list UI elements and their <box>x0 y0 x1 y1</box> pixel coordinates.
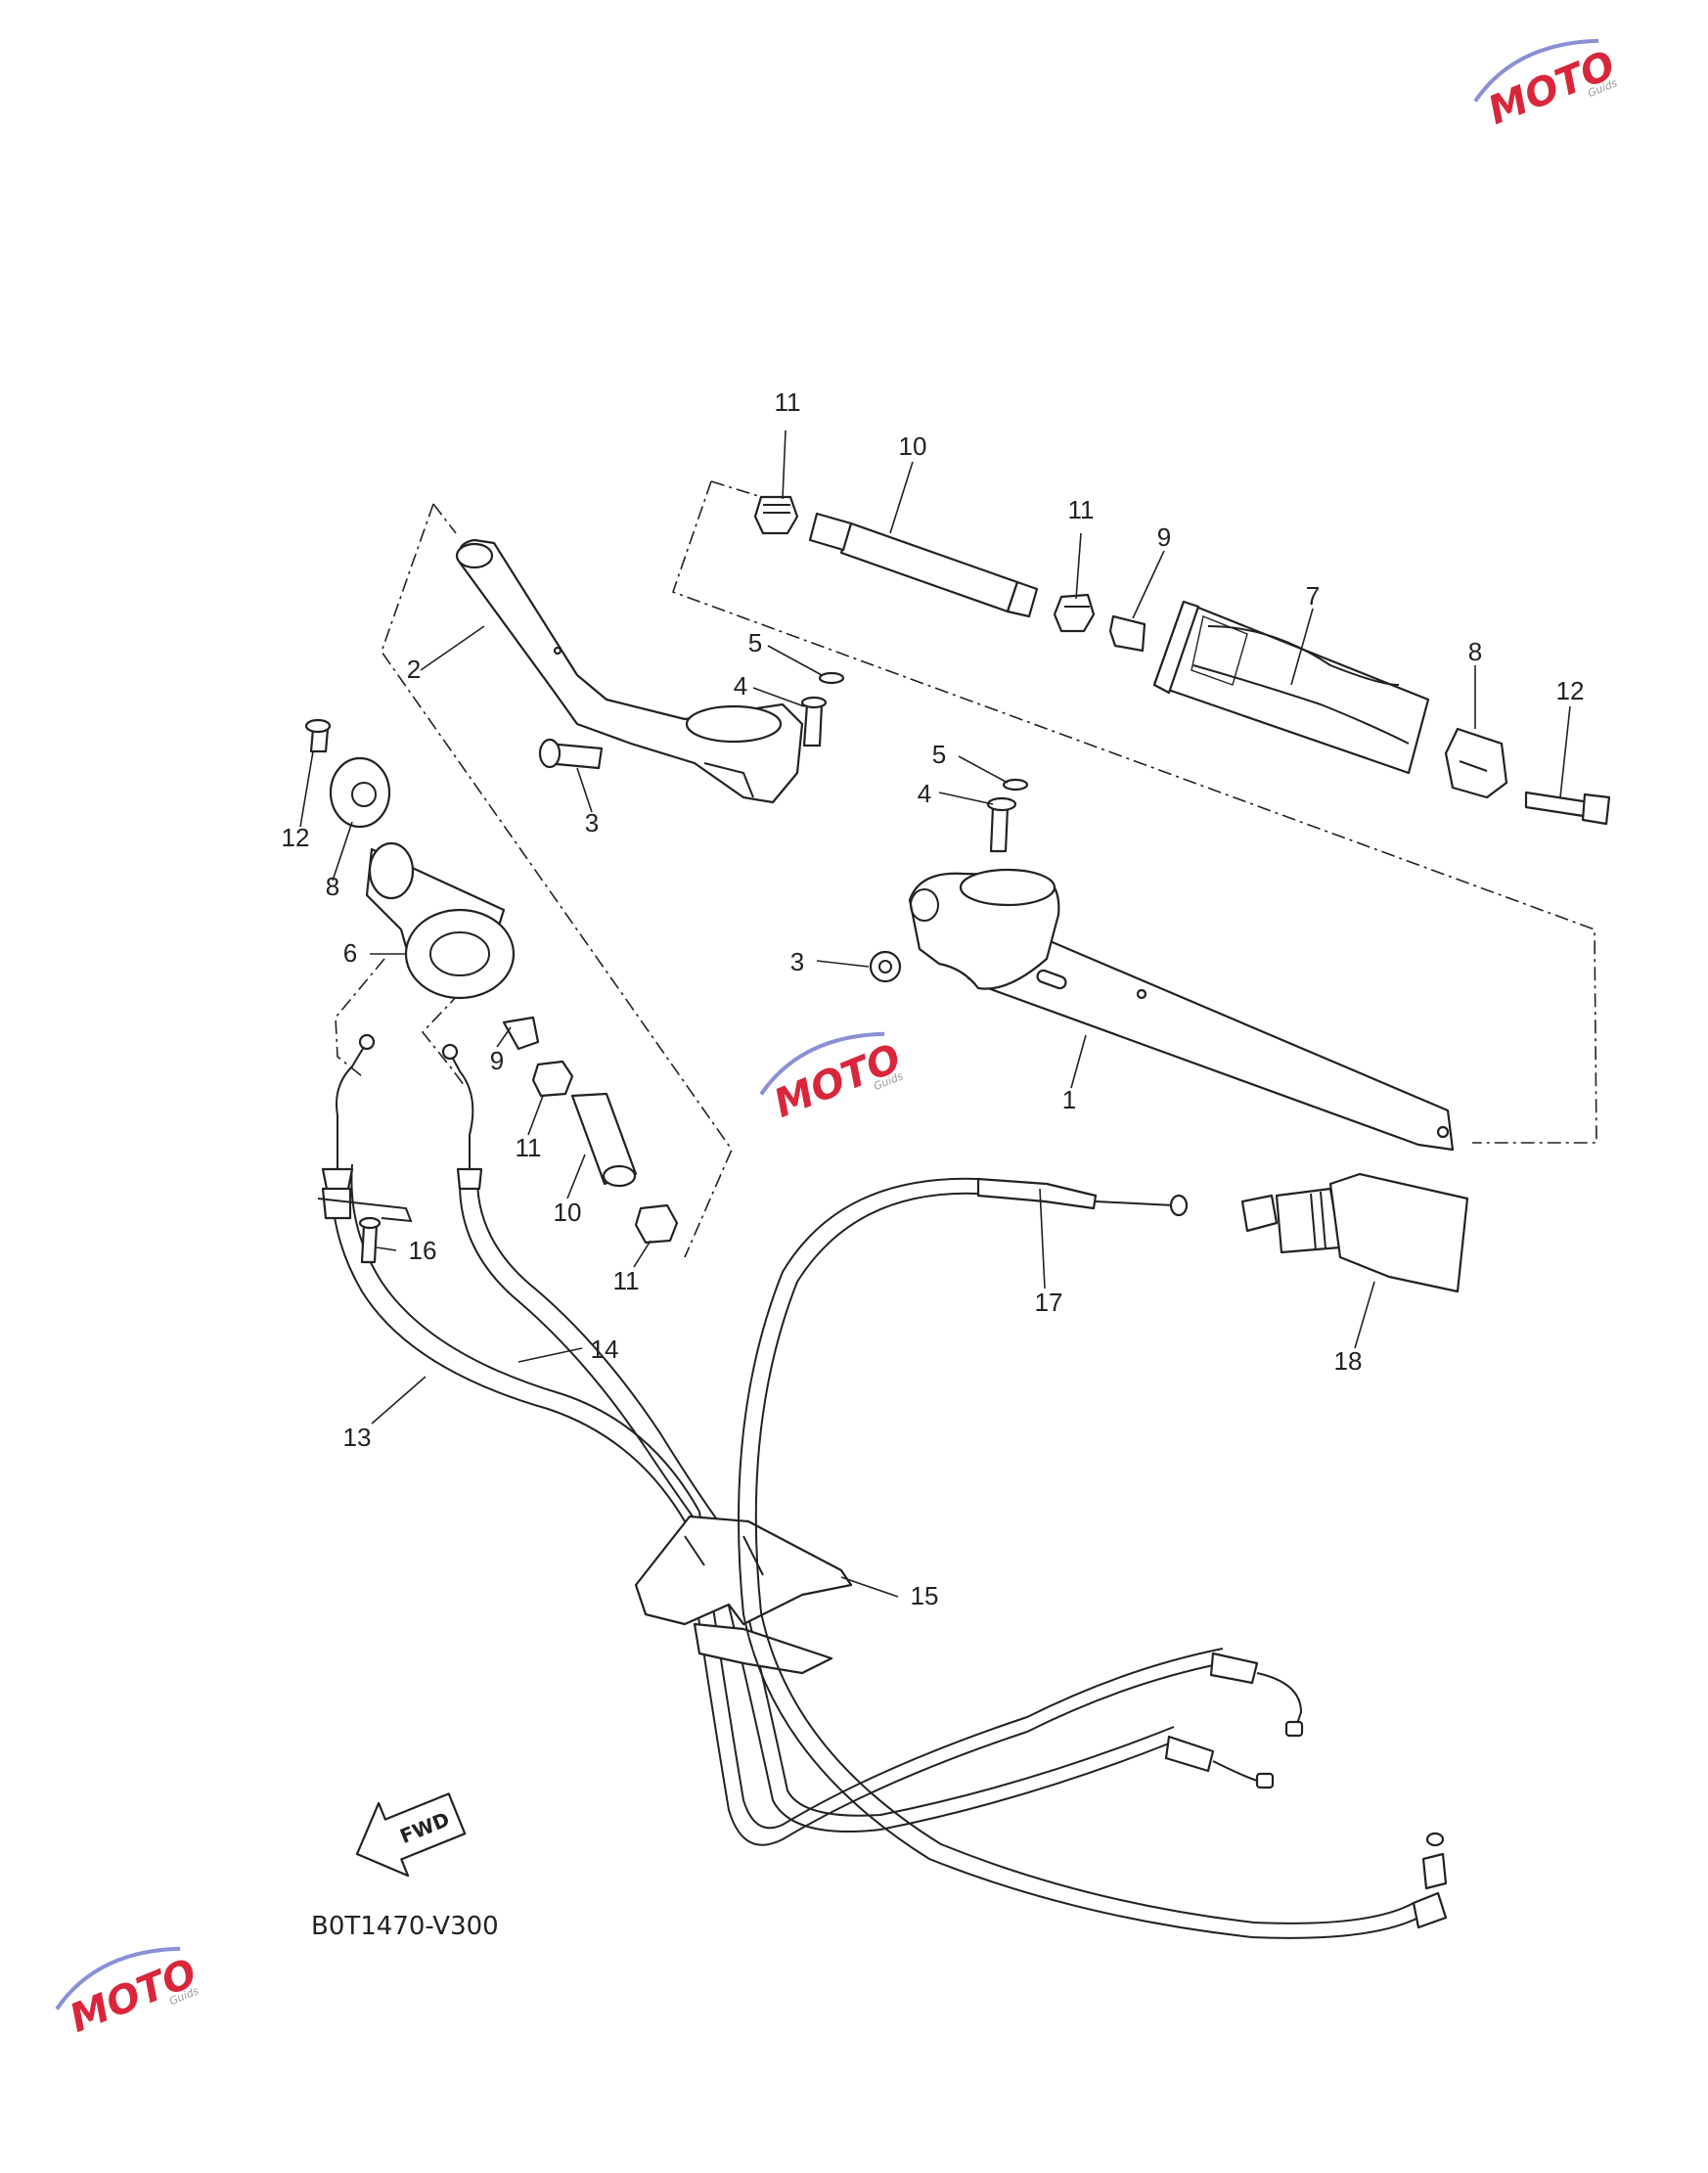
callout-10-left: 10 <box>554 1198 582 1227</box>
assembly-boundary-left <box>381 503 733 1258</box>
bolt-right-12 <box>1524 791 1611 826</box>
pipe-left-10 <box>570 1092 638 1188</box>
cable-guide-15 <box>634 1515 853 1675</box>
right-handlebar <box>908 868 1455 1152</box>
callout-9-left: 9 <box>490 1046 504 1075</box>
callout-14: 14 <box>591 1335 619 1364</box>
callout-4-right: 4 <box>918 779 931 808</box>
leader-lines <box>299 430 1571 1598</box>
callout-12-right: 12 <box>1556 676 1585 705</box>
watermark-logo-top-right: MOTO Guids <box>1473 38 1622 134</box>
watermark-logo-middle: MOTO Guids <box>759 1031 908 1127</box>
clamp-bolt-right-4 <box>986 796 1017 853</box>
throttle-cable-13 <box>331 1163 1224 1846</box>
callout-12-left: 12 <box>282 823 310 852</box>
callout-9-top: 9 <box>1157 522 1171 552</box>
callout-13: 13 <box>343 1423 372 1452</box>
grip-end-cap-right <box>1444 727 1508 799</box>
callout-16: 16 <box>409 1236 437 1265</box>
grip-end-cap-left <box>329 756 391 829</box>
forward-direction-arrow: FWD <box>355 1792 467 1878</box>
callout-11-mid: 11 <box>516 1133 542 1162</box>
assembly-boundary-right <box>671 480 1597 1144</box>
watermark-logo-bottom-left: MOTO Guids <box>55 1946 203 2042</box>
callout-11-bottom: 11 <box>613 1266 640 1295</box>
callout-17: 17 <box>1035 1288 1063 1317</box>
washer-left-5 <box>818 671 845 685</box>
bolt-left-12 <box>304 718 332 753</box>
callout-2: 2 <box>407 655 421 684</box>
callout-3-right: 3 <box>790 947 804 976</box>
bar-end-nut-upper-right <box>1053 593 1096 633</box>
callout-5-right: 5 <box>932 740 946 769</box>
callout-6: 6 <box>343 938 357 968</box>
pinch-bolt-left-3 <box>538 738 604 770</box>
callout-7: 7 <box>1306 581 1320 611</box>
callout-11-top-right: 11 <box>1068 495 1095 524</box>
callout-15: 15 <box>911 1581 939 1610</box>
callout-3-left: 3 <box>585 808 599 838</box>
callout-8-right: 8 <box>1468 637 1482 666</box>
callout-11-top: 11 <box>775 387 801 417</box>
callout-labels: 11 10 11 9 7 8 12 5 4 3 2 12 8 6 5 4 3 1… <box>282 387 1585 1610</box>
clip-left-9 <box>502 1016 540 1051</box>
washer-right-5 <box>1002 778 1029 792</box>
bar-end-weight-pipe <box>808 512 1039 618</box>
right-grip <box>1152 600 1430 775</box>
diagram-code: B0T1470-V300 <box>311 1912 499 1941</box>
callout-1: 1 <box>1062 1085 1076 1114</box>
callout-4-left: 4 <box>734 671 747 701</box>
choke-lever-cover-18 <box>1240 1172 1469 1293</box>
nut-left-11-upper <box>531 1060 574 1098</box>
callout-8-left: 8 <box>326 872 339 901</box>
left-handlebar <box>455 538 804 804</box>
callout-10-top: 10 <box>899 431 927 461</box>
callout-5-left: 5 <box>748 628 762 657</box>
nut-left-11-lower <box>634 1203 679 1245</box>
clamp-bolt-left-4 <box>800 696 828 747</box>
throttle-grip-left <box>365 841 516 1000</box>
cable-end-fittings-right <box>1164 1652 1304 1789</box>
pinch-bolt-right-3 <box>869 950 902 983</box>
cable-holder-screw-16 <box>358 1216 382 1264</box>
cable-end-fittings-left <box>317 1033 483 1223</box>
callout-18: 18 <box>1334 1346 1363 1376</box>
cable-bracket-dashed-links <box>335 958 466 1087</box>
choke-cable-17 <box>738 1177 1448 1939</box>
bar-end-clip-upper <box>1108 614 1146 653</box>
bar-end-nut-upper-left <box>753 495 799 535</box>
